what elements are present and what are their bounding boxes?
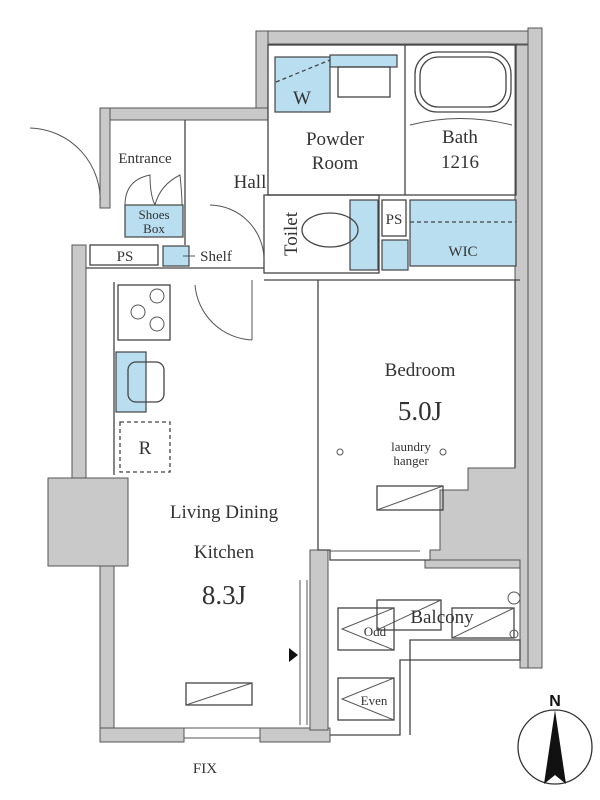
powder-room-label-1: Powder	[306, 129, 365, 150]
even-label: Even	[361, 693, 388, 708]
walls	[47, 27, 543, 743]
ldk-label-1: Living Dining	[170, 502, 279, 523]
wic-shelves	[409, 199, 517, 267]
ac-unit-ldk	[185, 682, 253, 706]
shoes-box-label-1: Shoes	[138, 207, 169, 222]
even-unit	[337, 677, 395, 721]
shelf-label: Shelf	[200, 249, 232, 265]
shoes-box-label-2: Box	[143, 221, 165, 236]
odd-unit	[337, 607, 395, 651]
refrigerator-label: R	[139, 438, 152, 459]
ps-label-left: PS	[117, 249, 134, 265]
washer-label: W	[293, 88, 311, 109]
hall-label: Hall	[234, 172, 267, 193]
ac-unit-bedroom	[376, 485, 444, 511]
entry-arrow-icon	[289, 648, 298, 662]
bedroom-label: Bedroom	[385, 360, 456, 381]
bath-size-label: 1216	[441, 152, 479, 173]
compass-north-label: N	[549, 693, 561, 710]
bedroom-size: 5.0J	[398, 396, 442, 426]
laundry-hanger-label-1: laundry	[391, 439, 431, 454]
balcony-label: Balcony	[410, 607, 474, 628]
refrigerator-space	[119, 421, 171, 473]
fix-label: FIX	[193, 761, 217, 777]
powder-room-label-2: Room	[312, 153, 359, 174]
odd-label: Odd	[364, 624, 387, 639]
ldk-size: 8.3J	[202, 580, 246, 610]
laundry-hanger-label-2: hanger	[393, 453, 429, 468]
washbasin	[337, 66, 391, 98]
wic-label: WIC	[448, 244, 477, 260]
ldk-label-2: Kitchen	[194, 542, 255, 563]
toilet-icon	[301, 212, 359, 248]
stove-icon	[117, 284, 171, 341]
north-compass-icon: N	[517, 693, 593, 785]
bath-label: Bath	[442, 127, 478, 148]
toilet-label: Toilet	[281, 211, 302, 256]
fixtures	[89, 51, 521, 721]
washer-space	[274, 56, 331, 113]
shoes-box	[124, 204, 184, 238]
ps-label-right: PS	[386, 212, 403, 228]
kitchen-sink	[115, 351, 147, 413]
entrance-label: Entrance	[118, 151, 172, 167]
bathtub-icon	[414, 51, 512, 113]
interior-lines	[29, 44, 521, 739]
